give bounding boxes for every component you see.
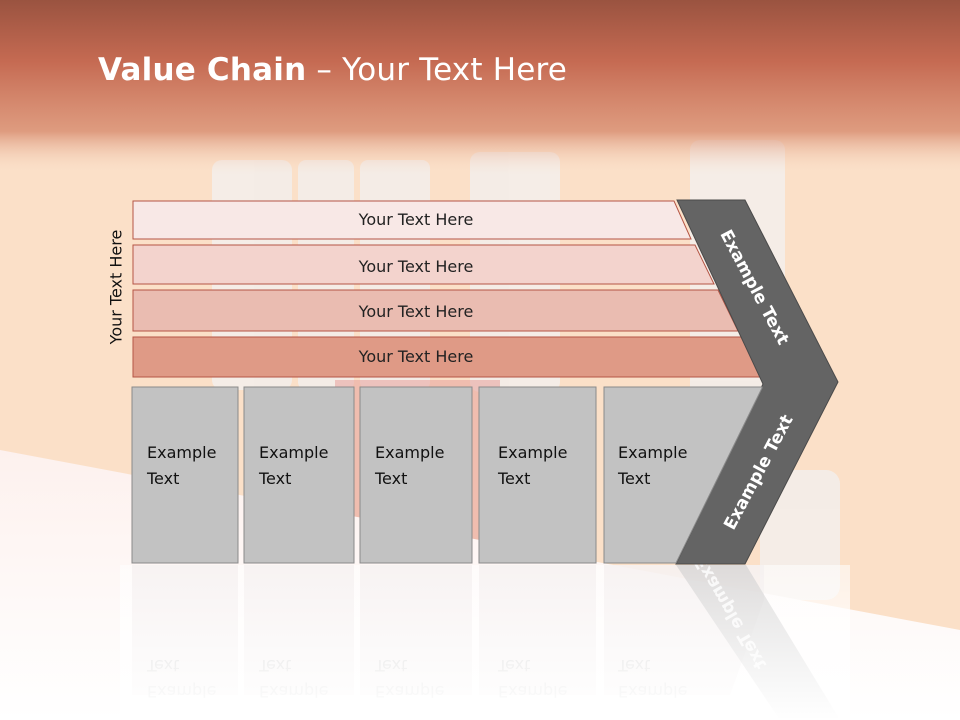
row-2-label: Your Text Here: [358, 257, 474, 276]
row-2-bar: [132, 244, 715, 285]
box-5-line-2: Text: [617, 469, 650, 488]
reflection: Text Example Text Example Text Example T…: [120, 552, 850, 720]
row-1-bar: [132, 200, 692, 240]
box-4-line-1: Example: [498, 443, 567, 462]
box-3-line-1: Example: [375, 443, 444, 462]
row-1-label: Your Text Here: [358, 210, 474, 229]
box-1-line-2: Text: [146, 469, 179, 488]
boxes-group: Example Text Example Text Example Text E…: [131, 386, 763, 564]
activity-box-5: [603, 386, 763, 564]
box-4-line-2: Text: [497, 469, 530, 488]
title-rest: – Your Text Here: [306, 52, 568, 88]
activity-box-1: [131, 386, 239, 564]
box-3-line-2: Text: [374, 469, 407, 488]
slide-title: Value Chain – Your Text Here: [98, 52, 567, 88]
activity-box-2: [243, 386, 355, 564]
box-5-line-1: Example: [618, 443, 687, 462]
activity-box-4: [478, 386, 597, 564]
chevron-arrow: [675, 199, 839, 565]
activity-box-3: [359, 386, 473, 564]
box-2-line-2: Text: [258, 469, 291, 488]
title-bold: Value Chain: [98, 52, 307, 88]
rows-group: Your Text Here Your Text Here Your Text …: [132, 200, 763, 378]
row-4-label: Your Text Here: [358, 347, 474, 366]
title-banner: [0, 0, 960, 175]
row-3-label: Your Text Here: [358, 302, 474, 321]
box-2-line-1: Example: [259, 443, 328, 462]
box-1-line-1: Example: [147, 443, 216, 462]
